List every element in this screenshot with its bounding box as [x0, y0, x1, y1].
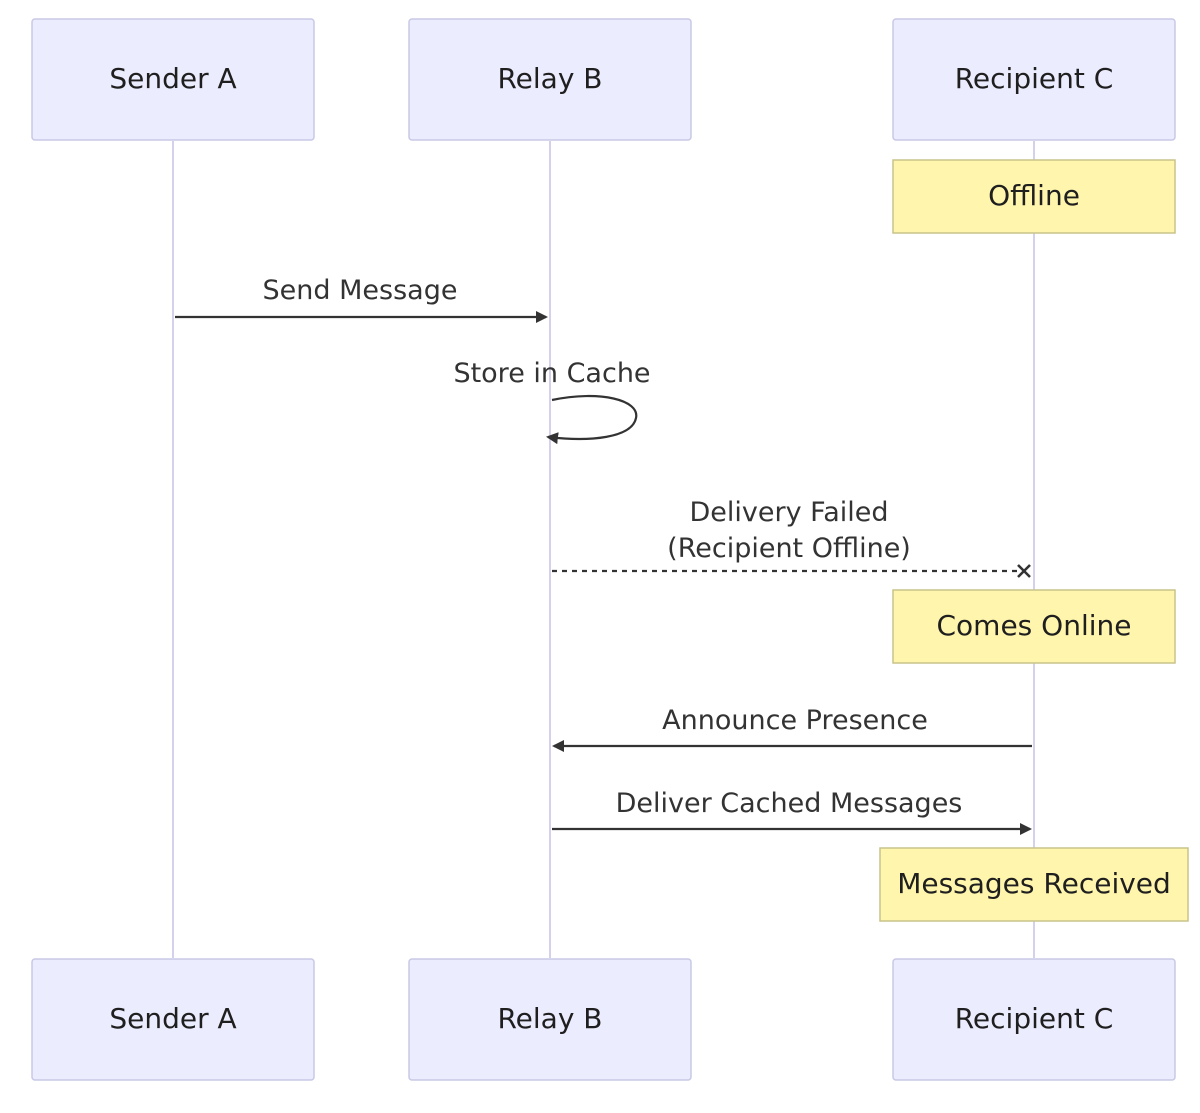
actor-sender-a-bottom: Sender A	[31, 958, 315, 1081]
cross-icon	[1017, 564, 1031, 578]
message-label-send: Send Message	[263, 275, 458, 306]
note-label: Offline	[988, 179, 1080, 212]
message-label-delivery-failed-2: (Recipient Offline)	[667, 533, 911, 564]
actor-recipient-c-top: Recipient C	[892, 18, 1176, 141]
actor-label: Sender A	[109, 1002, 236, 1035]
actor-label: Relay B	[497, 62, 602, 95]
actor-recipient-c-bottom: Recipient C	[892, 958, 1176, 1081]
note-comes-online: Comes Online	[892, 589, 1176, 664]
message-label-deliver: Deliver Cached Messages	[616, 788, 963, 819]
actor-sender-a-top: Sender A	[31, 18, 315, 141]
note-messages-received: Messages Received	[879, 847, 1189, 922]
note-label: Comes Online	[937, 609, 1132, 642]
message-label-store: Store in Cache	[453, 358, 650, 389]
actor-label: Relay B	[497, 1002, 602, 1035]
actor-relay-b-top: Relay B	[408, 18, 692, 141]
note-label: Messages Received	[897, 867, 1171, 900]
message-label-announce: Announce Presence	[662, 705, 928, 736]
actor-relay-b-bottom: Relay B	[408, 958, 692, 1081]
message-label-delivery-failed-1: Delivery Failed	[689, 497, 888, 528]
arrow-store-in-cache	[546, 394, 638, 445]
actor-label: Recipient C	[955, 62, 1114, 95]
actor-label: Recipient C	[955, 1002, 1114, 1035]
actor-label: Sender A	[109, 62, 236, 95]
note-offline: Offline	[892, 159, 1176, 234]
